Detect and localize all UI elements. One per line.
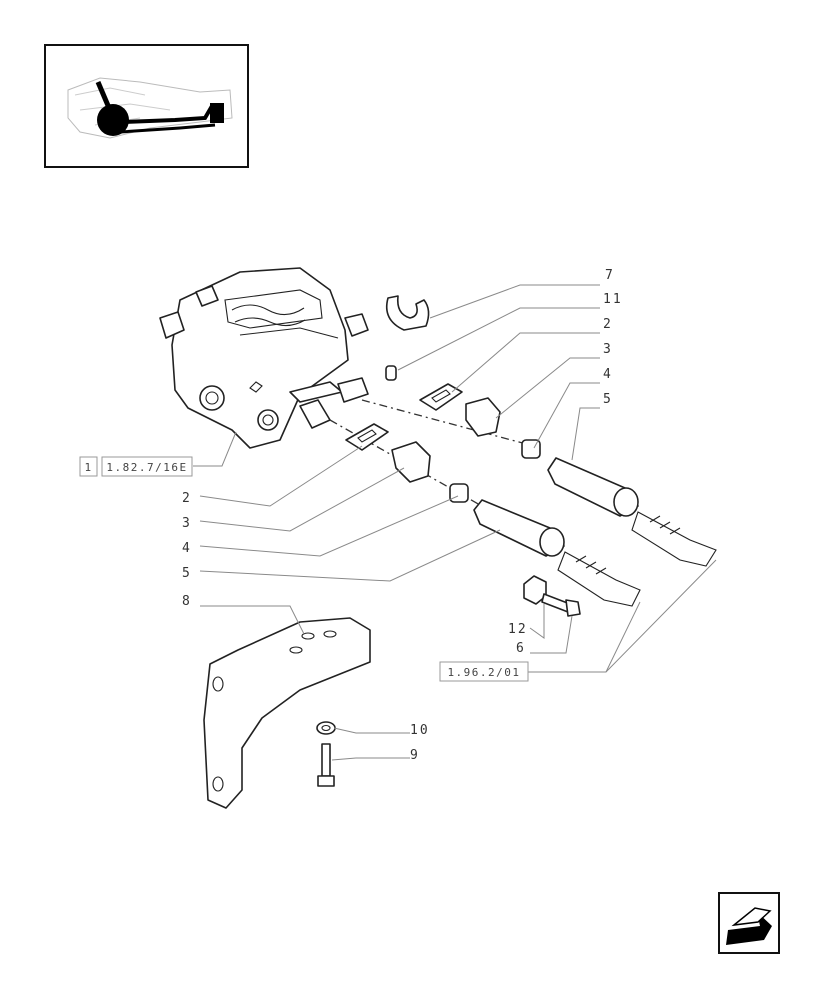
reference-code: 1.82.7/16E — [106, 461, 187, 474]
reference-box-number: 1 — [84, 461, 92, 474]
callout-2-right: 2 — [603, 317, 613, 332]
callout-6: 6 — [516, 641, 526, 656]
callout-3-left: 3 — [182, 516, 192, 531]
part-2-gasket-upper — [419, 383, 463, 411]
leader-lines — [193, 284, 717, 761]
part-6-bolt — [541, 593, 581, 617]
part-7-clip — [385, 295, 430, 331]
callout-4-left: 4 — [182, 541, 192, 556]
part-3-fork-upper — [465, 397, 501, 437]
reference-1-96-2-01[interactable]: 1.96.2/01 — [439, 661, 529, 682]
location-thumbnail[interactable] — [44, 44, 249, 168]
control-valve-block — [159, 267, 369, 449]
callout-11: 11 — [603, 292, 623, 307]
back-navigation-button[interactable] — [718, 892, 780, 954]
reference-1-82-7-16E[interactable]: 1 1.82.7/16E — [79, 456, 193, 477]
back-arrow-icon — [726, 907, 772, 945]
callout-9: 9 — [410, 748, 420, 763]
reference-code: 1.96.2/01 — [447, 666, 520, 679]
callout-10: 10 — [410, 723, 430, 738]
part-2-gasket-lower — [345, 423, 389, 451]
callout-5-left: 5 — [182, 566, 192, 581]
callout-labels: 7 11 2 3 4 5 2 3 4 5 8 12 6 10 9 — [182, 268, 623, 763]
part-5-sleeve-upper — [547, 457, 639, 517]
callout-8: 8 — [182, 594, 192, 609]
part-10-washer — [316, 721, 336, 735]
part-9-screw — [317, 743, 335, 787]
callout-2-left: 2 — [182, 491, 192, 506]
part-3-fork-lower — [391, 441, 431, 483]
callout-12: 12 — [508, 622, 528, 637]
axis-line-upper — [361, 399, 531, 446]
callout-3-right: 3 — [603, 342, 613, 357]
part-11-pin — [385, 365, 397, 381]
cable-end-upper — [631, 511, 717, 567]
callout-4-right: 4 — [603, 367, 613, 382]
part-4-bushing-lower — [449, 483, 469, 503]
callout-7: 7 — [605, 268, 615, 283]
part-8-bracket — [203, 617, 371, 809]
cable-end-lower — [557, 551, 641, 607]
part-5-sleeve-lower — [473, 499, 565, 557]
callout-5-right: 5 — [603, 392, 613, 407]
tractor-location-thumbnail-icon — [67, 77, 233, 139]
